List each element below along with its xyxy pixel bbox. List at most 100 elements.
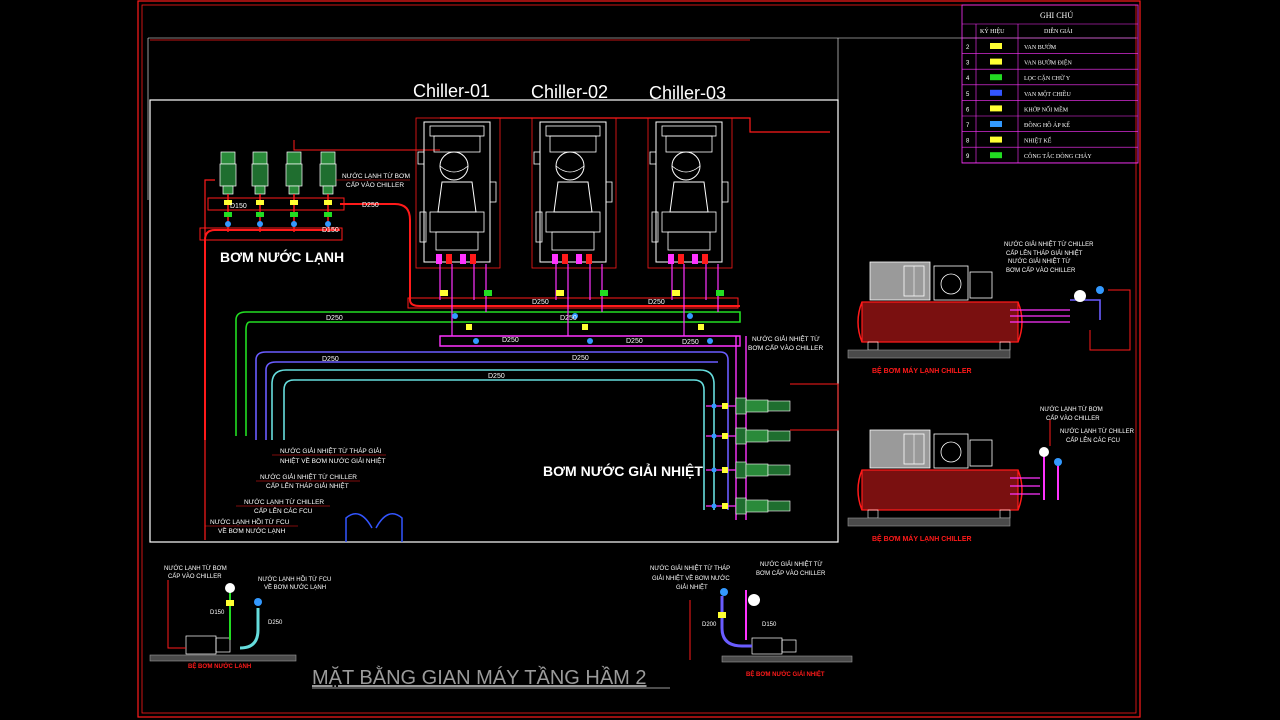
svg-text:NƯỚC GIẢI NHIỆT TỪ THÁP GIẢI: NƯỚC GIẢI NHIỆT TỪ THÁP GIẢI: [280, 446, 382, 455]
chiller-unit-3: [649, 121, 729, 265]
pipe-size-tags: D150 D250 D150 D250 D250 D250 D250 D250 …: [230, 202, 699, 380]
svg-text:D150: D150: [230, 203, 247, 210]
svg-text:NƯỚC GIẢI NHIỆT TỪ CHILLER: NƯỚC GIẢI NHIỆT TỪ CHILLER: [260, 472, 357, 481]
svg-text:D200: D200: [702, 622, 717, 628]
svg-text:GHI CHÚ: GHI CHÚ: [1040, 10, 1073, 20]
cooling-pump-title: BƠM NƯỚC GIẢI NHIỆT: [543, 462, 703, 479]
svg-text:D150: D150: [762, 622, 777, 628]
svg-text:GIẢI NHIỆT: GIẢI NHIỆT: [676, 583, 708, 591]
svg-text:D250: D250: [572, 355, 589, 362]
cooling-header-cyan: [271, 369, 715, 510]
legend-row-number: 7: [966, 123, 970, 129]
valve-markers: [440, 290, 724, 344]
svg-text:CẤP LÊN CÁC FCU: CẤP LÊN CÁC FCU: [254, 505, 313, 515]
chilled-return-header: [235, 311, 741, 436]
chiller-1-label: Chiller-01: [413, 81, 490, 101]
svg-text:D150: D150: [210, 610, 225, 616]
svg-text:D250: D250: [560, 315, 577, 322]
pressure-gauge-icon: [990, 121, 1002, 127]
cooling-water-pump-2: [705, 427, 791, 445]
svg-text:NƯỚC LẠNH HỒI TỪ FCU: NƯỚC LẠNH HỒI TỪ FCU: [258, 576, 331, 583]
svg-text:DIỄN GIẢI: DIỄN GIẢI: [1044, 27, 1073, 35]
svg-text:D250: D250: [648, 299, 665, 306]
cooling-water-pump-4: [705, 497, 791, 515]
svg-text:D250: D250: [322, 356, 339, 363]
svg-text:D250: D250: [532, 299, 549, 306]
svg-text:NƯỚC GIẢI NHIỆT TỪ THÁP: NƯỚC GIẢI NHIỆT TỪ THÁP: [650, 564, 730, 572]
svg-text:NƯỚC LẠNH TỪ BƠM: NƯỚC LẠNH TỪ BƠM: [1040, 406, 1103, 413]
chiller-unit-1: [417, 121, 497, 265]
check-valve-icon: [990, 89, 1002, 96]
legend-row-number: 5: [966, 92, 970, 98]
chiller-connections: [439, 264, 719, 336]
plan-title: MẶT BẰNG GIAN MÁY TẦNG HẦM 2: [312, 665, 647, 689]
flexible-joint-icon: [990, 105, 1002, 112]
svg-text:BỆ BƠM NƯỚC GIẢI NHIỆT: BỆ BƠM NƯỚC GIẢI NHIỆT: [746, 670, 825, 678]
thermometer-icon: [990, 136, 1002, 143]
electric-butterfly-valve-icon: [990, 58, 1002, 65]
legend-row-number: 4: [966, 76, 970, 82]
svg-text:CẤP VÀO CHILLER: CẤP VÀO CHILLER: [346, 179, 404, 189]
svg-text:NƯỚC GIẢI NHIỆT TỪ: NƯỚC GIẢI NHIỆT TỪ: [752, 334, 820, 343]
plan-annotations: NƯỚC LẠNH TỪ BƠM CẤP VÀO CHILLER NƯỚC GI…: [205, 171, 823, 535]
svg-text:BƠM CẤP VÀO CHILLER: BƠM CẤP VÀO CHILLER: [748, 342, 823, 352]
svg-text:NƯỚC LẠNH HỒI TỪ FCU: NƯỚC LẠNH HỒI TỪ FCU: [210, 516, 290, 526]
chilled-water-pump-4: [319, 151, 337, 233]
svg-text:BƠM CẤP VÀO CHILLER: BƠM CẤP VÀO CHILLER: [756, 570, 826, 577]
svg-text:D250: D250: [326, 315, 343, 322]
cooling-pump-detail: NƯỚC GIẢI NHIỆT TỪ THÁP GIẢI NHIỆT VỀ BƠ…: [650, 560, 853, 678]
chiller-3-label: Chiller-03: [649, 83, 726, 103]
legend-row-description: VAN MỘT CHIỀU: [1024, 90, 1071, 98]
svg-text:NƯỚC GIẢI NHIỆT TỪ: NƯỚC GIẢI NHIỆT TỪ: [760, 560, 823, 568]
red-pipe-top: [440, 117, 830, 133]
chilled-pump-detail: NƯỚC LẠNH TỪ BƠM CẤP VÀO CHILLER NƯỚC LẠ…: [149, 565, 331, 670]
svg-text:NƯỚC LẠNH TỪ BƠM: NƯỚC LẠNH TỪ BƠM: [342, 171, 410, 180]
svg-text:CẤP VÀO CHILLER: CẤP VÀO CHILLER: [1046, 415, 1100, 422]
chiller-2-label: Chiller-02: [531, 82, 608, 102]
svg-text:D250: D250: [362, 202, 379, 209]
svg-text:NƯỚC LẠNH TỪ BƠM: NƯỚC LẠNH TỪ BƠM: [164, 565, 227, 572]
svg-text:NƯỚC LẠNH TỪ CHILLER: NƯỚC LẠNH TỪ CHILLER: [244, 497, 324, 506]
legend-row-number: 8: [966, 139, 970, 145]
svg-text:CẤP LÊN CÁC FCU: CẤP LÊN CÁC FCU: [1066, 436, 1120, 444]
svg-text:VỀ BƠM NƯỚC LẠNH: VỀ BƠM NƯỚC LẠNH: [264, 584, 326, 591]
chilled-water-pump-2: [251, 151, 269, 233]
legend-row-number: 9: [966, 154, 970, 160]
legend-row-description: VAN BƯỚM: [1024, 43, 1057, 51]
svg-text:D250: D250: [626, 338, 643, 345]
cooling-water-pump-3: [705, 461, 791, 479]
svg-text:D150: D150: [322, 227, 339, 234]
svg-text:NHIỆT VỀ BƠM NƯỚC GIẢI NHIỆT: NHIỆT VỀ BƠM NƯỚC GIẢI NHIỆT: [280, 455, 385, 465]
legend-row-description: LỌC CẶN CHỮ Y: [1024, 74, 1071, 82]
machine-room-boundary: [149, 99, 839, 543]
svg-text:NƯỚC GIẢI NHIỆT TỪ: NƯỚC GIẢI NHIỆT TỪ: [1008, 257, 1071, 265]
svg-text:VỀ BƠM NƯỚC LẠNH: VỀ BƠM NƯỚC LẠNH: [218, 525, 286, 535]
chilled-pump-title: BƠM NƯỚC LẠNH: [220, 248, 344, 265]
svg-text:BỆ BƠM MÁY LẠNH CHILLER: BỆ BƠM MÁY LẠNH CHILLER: [872, 534, 972, 543]
svg-text:GIẢI NHIỆT VỀ BƠM NƯỚC: GIẢI NHIỆT VỀ BƠM NƯỚC: [652, 574, 730, 582]
legend-row-number: 2: [966, 45, 970, 51]
sheet-border-outer: [137, 0, 1141, 718]
legend-row-description: KHỚP NỐI MỀM: [1024, 105, 1069, 113]
svg-text:BỆ BƠM NƯỚC LẠNH: BỆ BƠM NƯỚC LẠNH: [188, 662, 251, 670]
svg-text:BƠM CẤP VÀO CHILLER: BƠM CẤP VÀO CHILLER: [1006, 267, 1076, 274]
cooling-header-blue: [255, 351, 729, 510]
svg-text:D250: D250: [268, 620, 283, 626]
y-strainer-icon: [990, 74, 1002, 81]
svg-text:CẤP LÊN THÁP GIẢI NHIỆT: CẤP LÊN THÁP GIẢI NHIỆT: [266, 480, 349, 490]
chilled-water-pump-1: [219, 151, 237, 233]
sheet-border-inner: [141, 4, 1137, 714]
flow-switch-icon: [990, 152, 1002, 159]
svg-text:BỆ BƠM MÁY LẠNH CHILLER: BỆ BƠM MÁY LẠNH CHILLER: [872, 366, 972, 375]
svg-text:D250: D250: [502, 337, 519, 344]
svg-text:CẤP VÀO CHILLER: CẤP VÀO CHILLER: [168, 573, 222, 580]
legend-row-description: NHIỆT KẾ: [1024, 137, 1052, 145]
legend-row-number: 6: [966, 107, 970, 113]
svg-text:D250: D250: [488, 373, 505, 380]
svg-text:CẤP LÊN THÁP GIẢI NHIỆT: CẤP LÊN THÁP GIẢI NHIỆT: [1006, 249, 1083, 257]
side-chiller-detail-2: NƯỚC LẠNH TỪ BƠM CẤP VÀO CHILLER NƯỚC LẠ…: [847, 406, 1135, 543]
cooling-header-magenta: [439, 335, 741, 347]
chiller-unit-2: [533, 121, 613, 265]
